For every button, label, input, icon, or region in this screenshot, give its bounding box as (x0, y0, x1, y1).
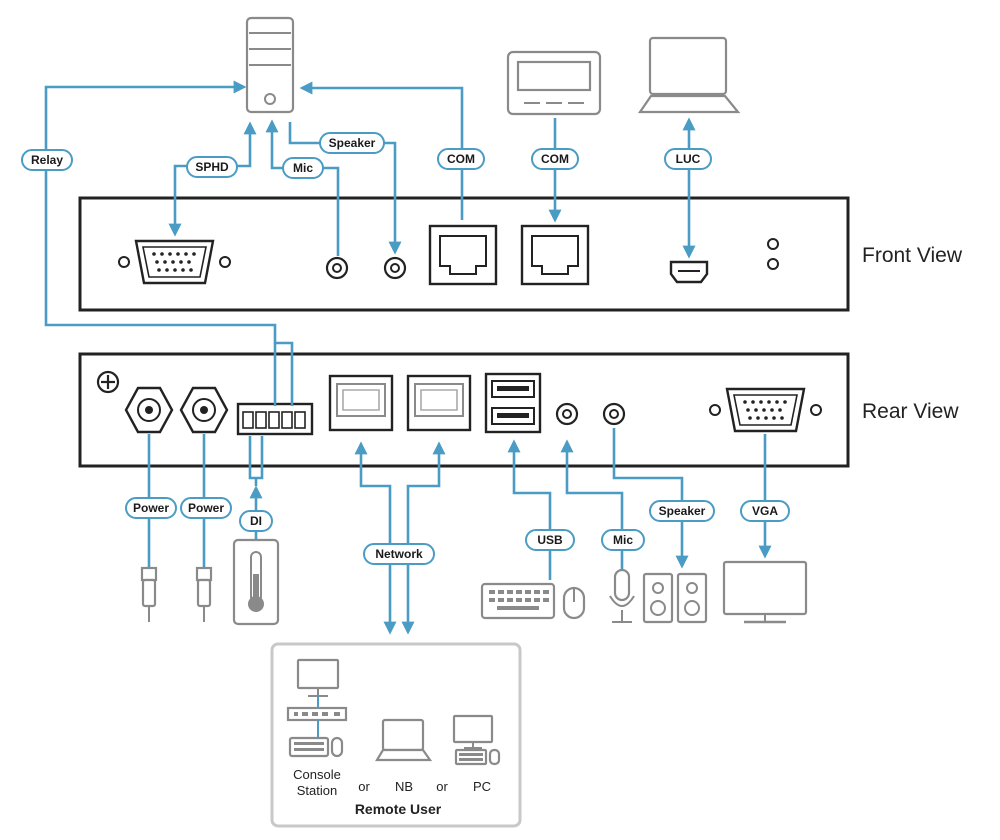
keyboard-icon (480, 582, 556, 620)
power-plug-icon-1 (140, 566, 158, 622)
thermometer-sensor-icon (232, 538, 280, 626)
computer-tower-icon (245, 16, 295, 114)
rear-power-jack-2 (179, 386, 229, 434)
console-station-icon (286, 658, 348, 758)
terminal-icon (506, 50, 602, 116)
rear-usb-ports (484, 372, 542, 434)
monitor-icon (722, 560, 808, 624)
front-com-port-1 (428, 224, 498, 286)
front-led-indicators (767, 238, 779, 270)
console-station-label-line2: Station (297, 783, 337, 798)
microphone-icon (609, 568, 635, 623)
network-wire-1 (354, 441, 397, 635)
nb-label: NB (395, 779, 413, 794)
svg-text:LUC: LUC (676, 152, 701, 166)
svg-text:Relay: Relay (31, 153, 63, 167)
mic-rear-label: Mic (601, 529, 645, 551)
relay-wire (44, 80, 294, 406)
front-hdmi-luc-port (669, 260, 709, 284)
laptop-icon (637, 36, 741, 114)
pc-icon (452, 714, 501, 766)
rear-speaker-jack (602, 402, 626, 426)
svg-text:USB: USB (537, 533, 563, 547)
network-label: Network (363, 543, 435, 565)
com1-wire (299, 81, 464, 220)
or-label-2: or (436, 779, 448, 794)
svg-text:DI: DI (250, 514, 262, 528)
luc-label: LUC (664, 148, 712, 170)
speaker-rear-label: Speaker (649, 500, 715, 522)
front-mic-jack (325, 256, 349, 280)
usb-label: USB (525, 529, 575, 551)
front-view-label: Front View (862, 244, 963, 267)
svg-text:Mic: Mic (293, 161, 313, 175)
relay-label: Relay (21, 149, 73, 171)
pc-label: PC (473, 779, 491, 794)
svg-text:Power: Power (188, 501, 224, 515)
svg-text:SPHD: SPHD (195, 160, 229, 174)
svg-text:VGA: VGA (752, 504, 778, 518)
rear-power-jack-1 (124, 386, 174, 434)
power2-label: Power (180, 497, 232, 519)
svg-text:Mic: Mic (613, 533, 633, 547)
rear-mic-jack (555, 402, 579, 426)
power-plug-icon-2 (195, 566, 213, 622)
rear-terminal-block (236, 402, 314, 436)
rear-view-label: Rear View (862, 400, 959, 423)
front-com-port-2 (520, 224, 590, 286)
svg-text:Speaker: Speaker (659, 504, 706, 518)
sphd-label: SPHD (186, 156, 238, 178)
rear-lan-port-2 (406, 374, 472, 432)
svg-text:Speaker: Speaker (329, 136, 376, 150)
network-wire-2 (401, 441, 446, 635)
power1-label: Power (125, 497, 177, 519)
front-sphd-port (118, 239, 231, 285)
di-label: DI (239, 510, 273, 532)
rear-vga-port (709, 387, 822, 433)
or-label-1: or (358, 779, 370, 794)
svg-text:Network: Network (375, 547, 423, 561)
mic-front-label: Mic (282, 157, 324, 179)
svg-text:Power: Power (133, 501, 169, 515)
speaker-front-label: Speaker (319, 132, 385, 154)
ground-screw-icon (96, 370, 120, 394)
notebook-icon (375, 718, 433, 762)
com2-label: COM (531, 148, 579, 170)
front-speaker-jack (383, 256, 407, 280)
vga-label: VGA (740, 500, 790, 522)
rear-lan-port-1 (328, 374, 394, 432)
console-station-label-line1: Console (293, 767, 341, 782)
remote-user-title: Remote User (355, 801, 442, 817)
svg-text:COM: COM (541, 152, 569, 166)
com1-label: COM (437, 148, 485, 170)
svg-text:COM: COM (447, 152, 475, 166)
speakers-icon (642, 572, 708, 624)
mouse-icon (562, 586, 586, 620)
